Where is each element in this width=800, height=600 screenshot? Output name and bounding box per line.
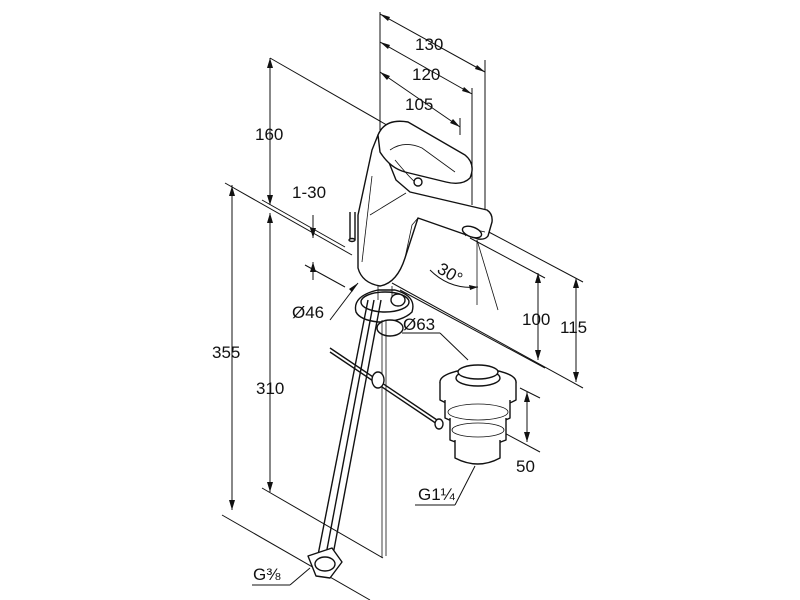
dim-label-g1-quarter: G1¼ <box>418 485 456 504</box>
dimension-130 <box>379 12 486 230</box>
dim-label-115: 115 <box>560 318 587 337</box>
dim-label-30-degree: 30° <box>434 259 466 288</box>
dim-label-105: 105 <box>405 95 433 114</box>
dimension-310 <box>261 213 384 559</box>
pop-up-linkage-rod <box>329 347 444 430</box>
faucet-lever-handle <box>377 120 473 187</box>
connection-hoses <box>307 299 387 579</box>
dim-label-355: 355 <box>212 343 240 362</box>
dimension-thread-g1-quarter <box>415 465 476 506</box>
dim-label-50: 50 <box>516 457 535 476</box>
dim-label-100: 100 <box>522 310 550 329</box>
dim-label-g3-8: G⅜ <box>253 565 281 584</box>
dim-label-diameter-46: Ø46 <box>292 303 324 322</box>
dim-label-diameter-63: Ø63 <box>403 315 435 334</box>
dimension-115 <box>391 229 584 389</box>
dim-label-130: 130 <box>415 35 443 54</box>
dimension-thread-g3-8 <box>252 567 311 586</box>
pop-up-rod <box>348 212 356 243</box>
drain-pop-up-waste <box>439 364 517 465</box>
dimension-1-30 <box>304 215 346 288</box>
dimension-355 <box>221 182 371 600</box>
dimension-diameter-46 <box>329 282 359 321</box>
dimension-105 <box>379 71 461 135</box>
dimension-diameter-63 <box>402 332 469 361</box>
dim-label-310: 310 <box>256 379 284 398</box>
dimension-100 <box>399 237 546 369</box>
dimension-50 <box>494 387 541 453</box>
dim-label-1-30: 1-30 <box>292 183 326 202</box>
dimension-30-degree <box>429 239 499 311</box>
dimension-160 <box>261 57 393 248</box>
dim-label-120: 120 <box>412 65 440 84</box>
dim-label-160: 160 <box>255 125 283 144</box>
dimension-120 <box>379 41 473 205</box>
faucet-body <box>357 134 493 287</box>
